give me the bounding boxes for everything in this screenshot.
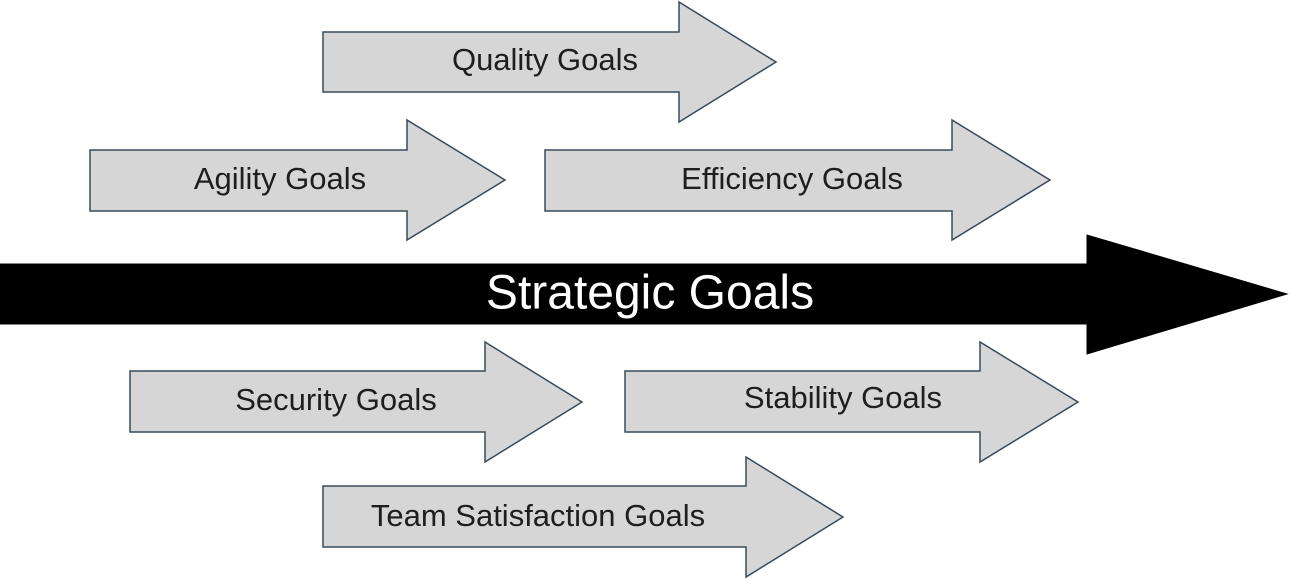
efficiency-goals-arrow: Efficiency Goals	[544, 118, 1052, 242]
stability-goals-arrow: Stability Goals	[624, 340, 1080, 464]
security-goals-arrow: Security Goals	[129, 340, 584, 464]
strategic-goals-arrow-shape	[0, 234, 1289, 355]
team-satisfaction-goals-arrow: Team Satisfaction Goals	[322, 455, 845, 579]
efficiency-goals-label: Efficiency Goals	[681, 161, 903, 196]
team-satisfaction-goals-label: Team Satisfaction Goals	[371, 498, 705, 533]
quality-goals-arrow: Quality Goals	[322, 0, 778, 124]
team-satisfaction-goals-arrow-shape	[322, 455, 845, 579]
agility-goals-arrow: Agility Goals	[89, 118, 507, 242]
stability-goals-arrow-shape	[624, 340, 1080, 464]
security-goals-arrow-shape	[129, 340, 584, 464]
agility-goals-arrow-shape	[89, 118, 507, 242]
security-goals-label: Security Goals	[235, 382, 437, 417]
strategic-goals-arrow: Strategic Goals	[0, 234, 1289, 355]
strategic-goals-label: Strategic Goals	[486, 267, 814, 320]
stability-goals-label: Stability Goals	[744, 380, 942, 415]
efficiency-goals-arrow-shape	[544, 118, 1052, 242]
agility-goals-label: Agility Goals	[194, 161, 366, 196]
quality-goals-label: Quality Goals	[452, 42, 638, 77]
quality-goals-arrow-shape	[322, 0, 778, 124]
